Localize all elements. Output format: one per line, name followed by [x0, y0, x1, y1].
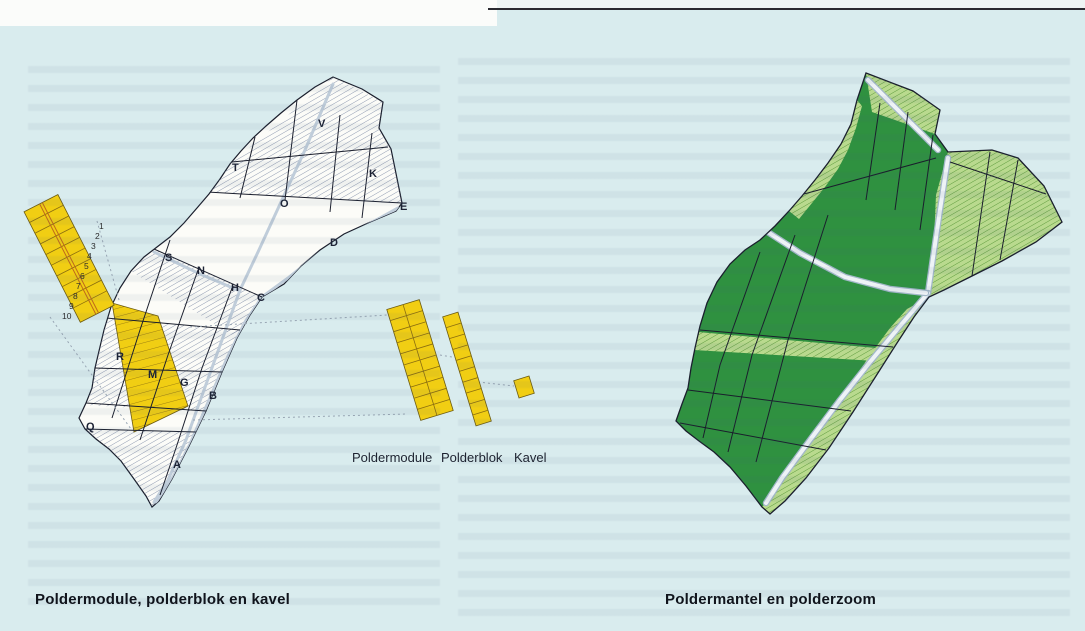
section-label-g: G: [180, 377, 189, 389]
kavel-number: 3: [91, 241, 96, 251]
section-label-e: E: [400, 201, 407, 213]
kavel-number: 5: [84, 261, 89, 271]
kavel-number: 1: [99, 221, 104, 231]
page-top-margin: [0, 0, 497, 26]
kavel-number: 4: [87, 251, 92, 261]
page-top-margin-right: [497, 0, 1085, 8]
legend-label-kavel: Kavel: [514, 450, 547, 465]
highlighted-polderblok: [111, 302, 189, 433]
section-label-b: B: [209, 390, 217, 402]
left-polder-map: V T O K E D S N H C R M G B Q A: [78, 76, 407, 508]
section-label-a: A: [173, 459, 181, 471]
section-label-m: M: [148, 369, 157, 381]
caption-left-map: Poldermodule, polderblok en kavel: [35, 591, 290, 608]
legend-shape-polderblok: [442, 311, 492, 427]
legend-shape-poldermodule: [386, 299, 454, 421]
right-map-outline: [675, 72, 1063, 515]
caption-right-map: Poldermantel en polderzoom: [665, 591, 877, 608]
kavel-number: 6: [80, 271, 85, 281]
section-label-q: Q: [86, 421, 95, 433]
section-label-c: C: [257, 292, 265, 304]
section-label-t: T: [232, 162, 239, 174]
section-label-r: R: [116, 351, 124, 363]
section-label-k: K: [369, 168, 377, 180]
kavel-number: 2: [95, 231, 100, 241]
legend-label-polderblok: Polderblok: [441, 450, 503, 465]
right-map-fills: [676, 73, 1062, 514]
section-label-v: V: [318, 118, 326, 130]
legend-shapes: [386, 299, 535, 427]
kavel-number: 10: [62, 311, 72, 321]
left-map-strips: [84, 77, 402, 507]
kavel-number: 7: [76, 281, 81, 291]
kavel-number: 9: [69, 301, 74, 311]
section-label-h: H: [231, 282, 239, 294]
kavel-number: 8: [73, 291, 78, 301]
legend-label-poldermodule: Poldermodule: [352, 450, 433, 465]
section-label-n: N: [197, 265, 205, 277]
right-polder-map: [675, 72, 1063, 515]
legend-shape-kavel: [513, 375, 535, 399]
section-label-s: S: [165, 252, 172, 264]
poldermodule-detail: 1 2 3 4 5 6 7 8 9 10: [23, 194, 115, 323]
section-label-d: D: [330, 237, 338, 249]
section-label-o: O: [280, 198, 289, 210]
page-edge-line: [488, 8, 1085, 10]
